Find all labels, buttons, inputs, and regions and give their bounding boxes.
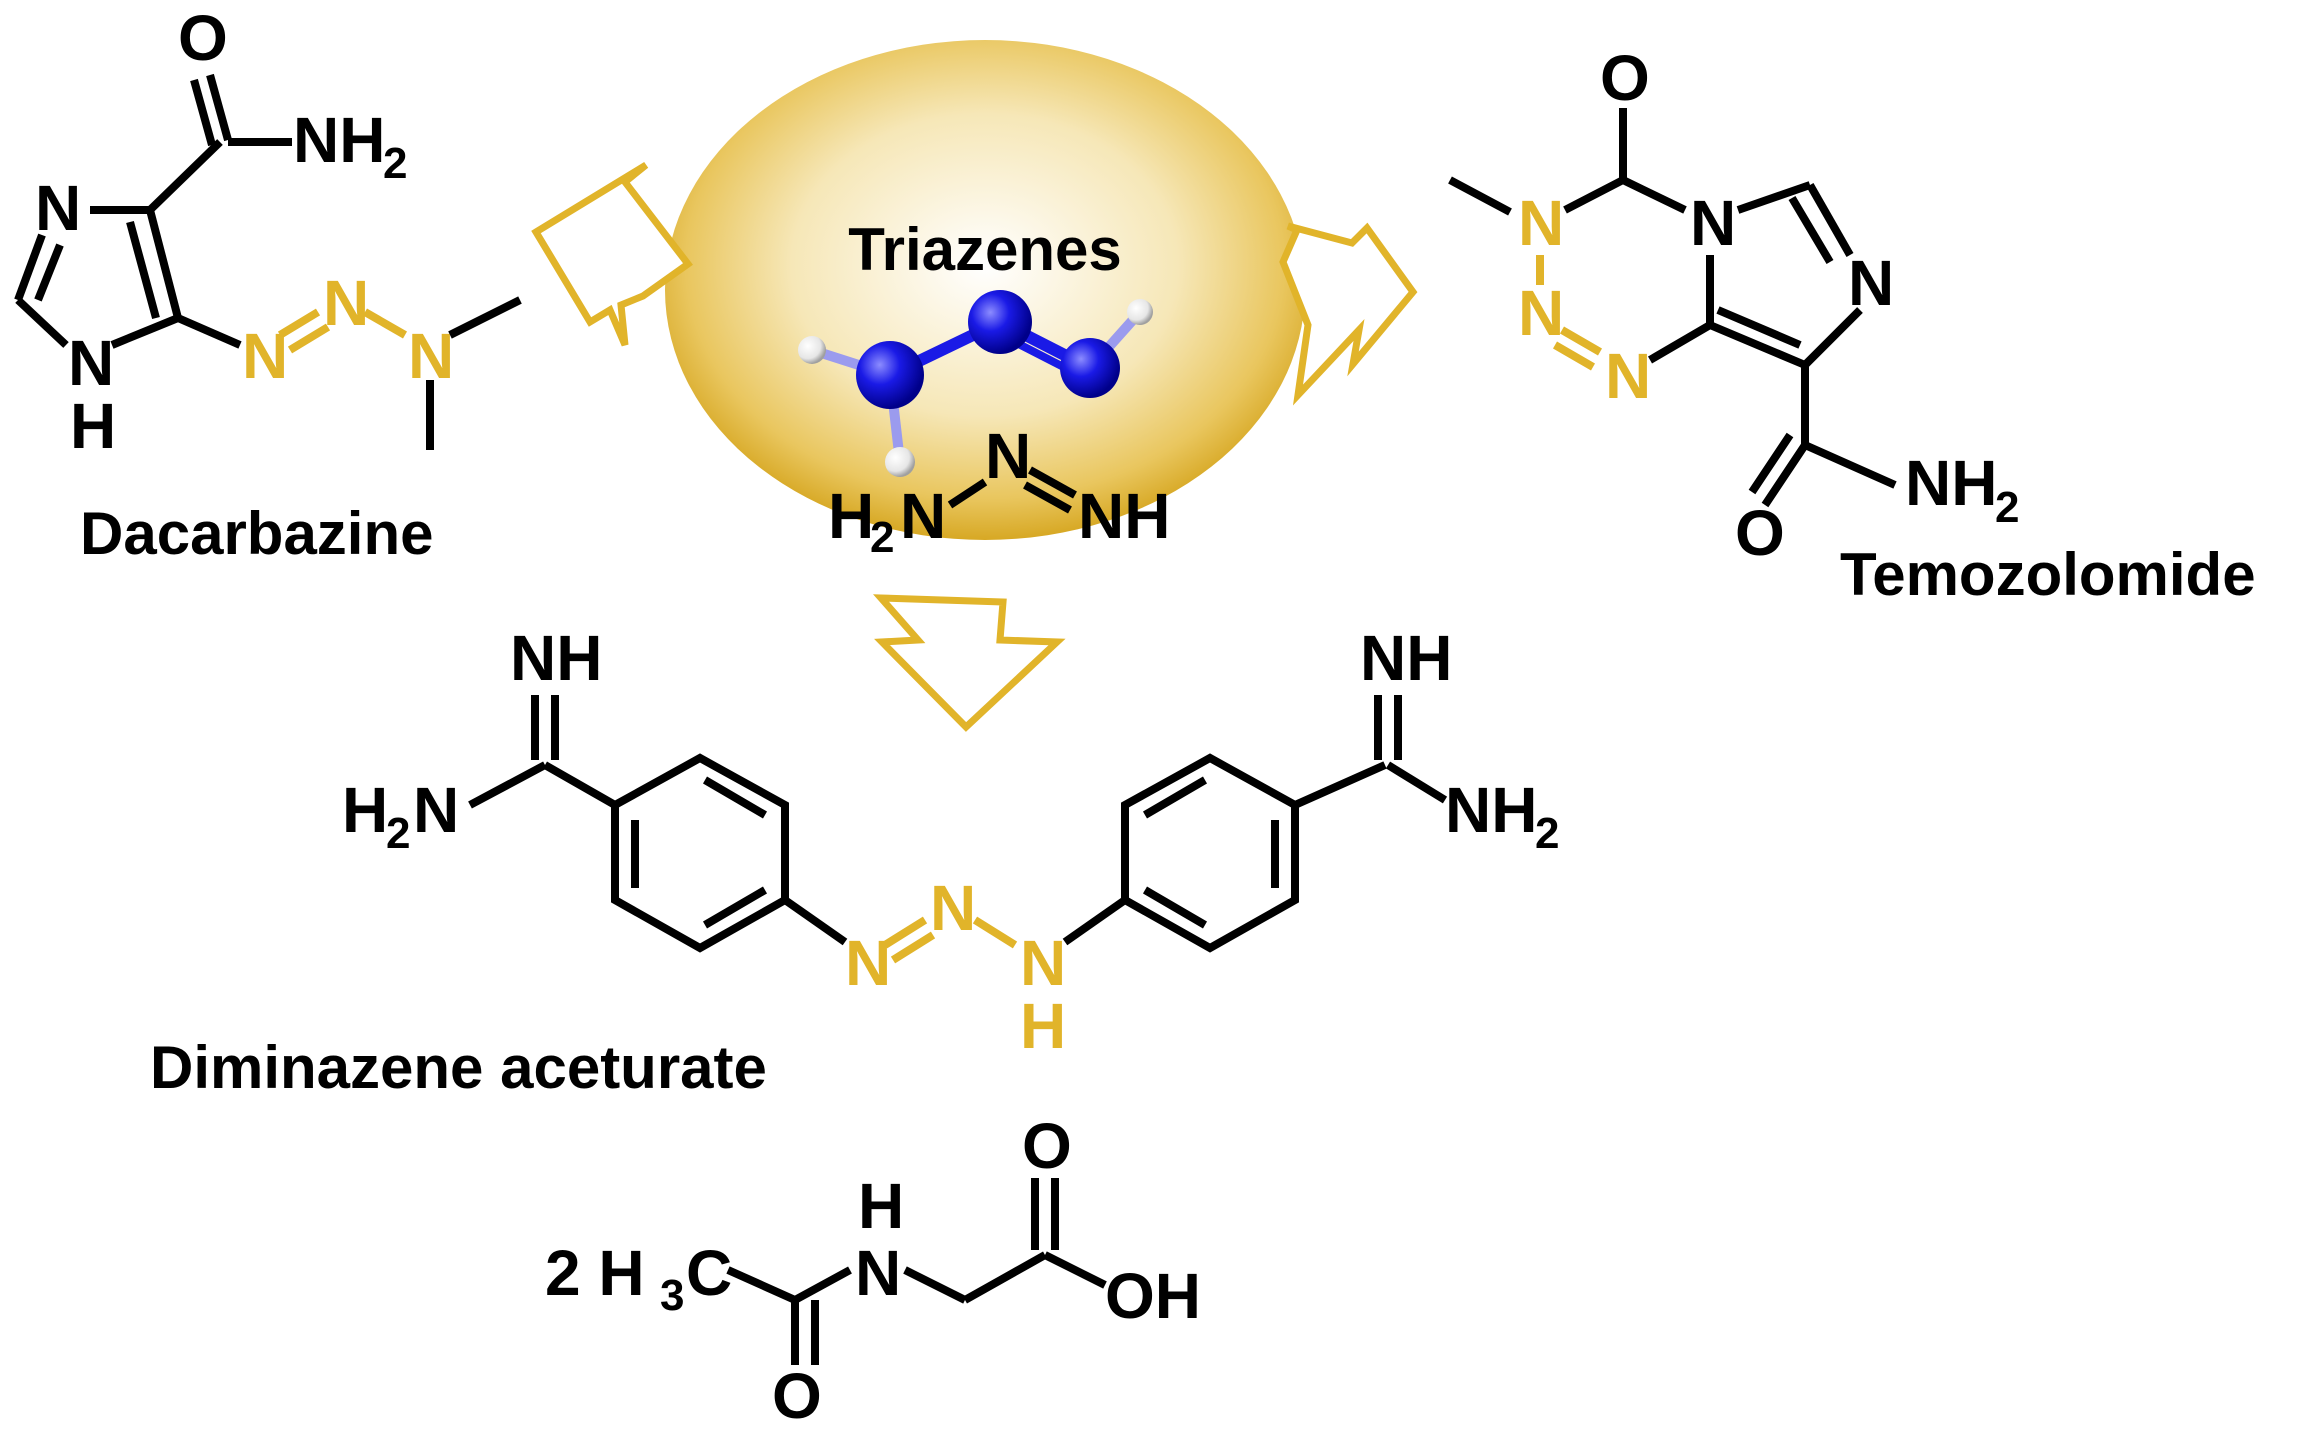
dacarbazine-nh2: NH	[293, 104, 385, 176]
diminazene-triazene-n2: N	[930, 872, 976, 944]
temozolomide-n-low: N	[1605, 340, 1651, 412]
temozolomide-n-mid: N	[1518, 277, 1564, 349]
aceturate-o-bottom: O	[772, 1360, 822, 1432]
arrow-to-temozolomide	[1279, 222, 1418, 406]
triazenes-title: Triazenes	[848, 216, 1122, 283]
aceturate-prefix-c: C	[686, 1237, 732, 1309]
diminazene-left-amine-h: H	[342, 774, 388, 846]
ball-and-stick-model	[798, 290, 1153, 477]
aceturate-prefix-sub: 3	[660, 1271, 684, 1320]
triazene-ellipse-group: Triazenes H 2 N N NH	[665, 40, 1305, 562]
diminazene-right-imine: NH	[1360, 622, 1452, 694]
dacarbazine-structure: O NH 2 N N H N N N Dacarbazine	[14, 2, 522, 567]
dacarbazine-triazene-n2: N	[323, 267, 369, 339]
temozolomide-amide-nh2: NH	[1905, 447, 1997, 519]
dacarbazine-name: Dacarbazine	[80, 500, 434, 567]
dacarbazine-nh2-sub: 2	[383, 139, 407, 188]
triazene-ellipse	[665, 40, 1305, 540]
aceturate-n: N	[855, 1237, 901, 1309]
aceturate-oh: OH	[1105, 1260, 1201, 1332]
diminazene-triazene-n1: N	[845, 927, 891, 999]
temozolomide-amide-o: O	[1735, 497, 1785, 569]
diminazene-right-amine-sub: 2	[1535, 809, 1559, 858]
dacarbazine-ring-nh-h: H	[70, 390, 116, 462]
diminazene-structure: NH H 2 N NH NH 2 N N N H D	[150, 622, 1559, 1101]
diminazene-left-imine: NH	[510, 622, 602, 694]
temozolomide-n-ring: N	[1848, 247, 1894, 319]
temozolomide-n-bridge: N	[1690, 187, 1736, 259]
formula-h: H	[828, 480, 874, 552]
formula-n-left: N	[900, 480, 946, 552]
formula-h-sub: 2	[870, 513, 894, 562]
dacarbazine-ring-nh-n: N	[68, 327, 114, 399]
formula-n-mid: N	[985, 420, 1031, 492]
temozolomide-top-o: O	[1600, 42, 1650, 114]
diminazene-name: Diminazene aceturate	[150, 1034, 767, 1101]
temozolomide-name: Temozolomide	[1840, 541, 2256, 608]
temozolomide-structure: O N N N N N O NH 2 Temozolomide	[1448, 42, 2256, 608]
diminazene-right-amine: NH	[1445, 774, 1537, 846]
aceturate-o-top: O	[1022, 1110, 1072, 1182]
diminazene-triazene-n3: N	[1020, 927, 1066, 999]
aceturate-structure: 2 H 3 C N H O O OH	[545, 1110, 1201, 1432]
diminazene-left-amine-n: N	[413, 774, 459, 846]
nitrogen-atom-1	[856, 341, 924, 409]
formula-nh-right: NH	[1078, 480, 1170, 552]
triazene-formula: H 2 N N NH	[828, 420, 1170, 562]
temozolomide-amide-nh2-sub: 2	[1995, 483, 2019, 532]
arrow-to-diminazene	[873, 594, 1066, 732]
dacarbazine-ring-n: N	[35, 172, 81, 244]
hydrogen-atom-1	[798, 336, 826, 364]
nitrogen-atom-3	[1060, 338, 1120, 398]
arrow-to-dacarbazine	[531, 162, 693, 347]
aceturate-n-h: H	[858, 1170, 904, 1242]
temozolomide-n-methyl: N	[1518, 187, 1564, 259]
diminazene-left-amine-sub: 2	[386, 809, 410, 858]
dacarbazine-o: O	[178, 2, 228, 74]
nitrogen-atom-2	[968, 290, 1032, 354]
diminazene-triazene-n3-h: H	[1020, 990, 1066, 1062]
hydrogen-atom-3	[1127, 299, 1153, 325]
hydrogen-atom-2	[885, 447, 915, 477]
aceturate-prefix: 2 H	[545, 1237, 645, 1309]
